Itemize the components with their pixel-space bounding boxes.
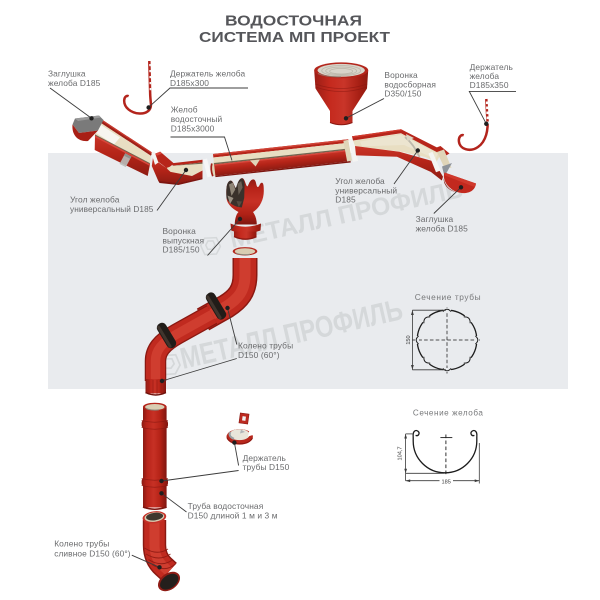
- svg-text:D350/150: D350/150: [384, 89, 421, 99]
- svg-text:Держатель: Держатель: [243, 453, 287, 463]
- svg-text:желоба D185: желоба D185: [416, 223, 469, 233]
- svg-text:Угол желоба: Угол желоба: [335, 176, 385, 186]
- svg-text:желоба D185: желоба D185: [48, 78, 101, 88]
- svg-text:Угол желоба: Угол желоба: [70, 195, 120, 205]
- svg-text:D150 длиной 1 м и 3 м: D150 длиной 1 м и 3 м: [188, 511, 278, 521]
- svg-text:выпускная: выпускная: [163, 235, 205, 245]
- svg-text:Сечение желоба: Сечение желоба: [413, 408, 484, 418]
- svg-text:D150 (60°): D150 (60°): [238, 350, 280, 360]
- svg-text:Заглушка: Заглушка: [48, 69, 86, 79]
- svg-text:D185х300: D185х300: [170, 78, 209, 88]
- svg-text:трубы D150: трубы D150: [243, 462, 290, 472]
- svg-text:универсальный: универсальный: [335, 185, 397, 195]
- svg-text:Желоб: Желоб: [171, 105, 198, 115]
- svg-text:Воронка: Воронка: [163, 226, 197, 236]
- svg-text:D185: D185: [335, 195, 356, 205]
- svg-text:150: 150: [406, 335, 412, 344]
- svg-text:185: 185: [442, 480, 451, 486]
- svg-text:ВОДОСТОЧНАЯ: ВОДОСТОЧНАЯ: [225, 13, 362, 30]
- svg-text:Держатель: Держатель: [470, 62, 514, 72]
- svg-text:желоба: желоба: [470, 71, 500, 81]
- svg-text:Воронка: Воронка: [384, 70, 418, 80]
- svg-text:Сечение трубы: Сечение трубы: [415, 292, 482, 302]
- svg-text:водосточный: водосточный: [171, 114, 223, 124]
- svg-text:D185х3000: D185х3000: [171, 124, 215, 134]
- svg-text:Заглушка: Заглушка: [416, 214, 454, 224]
- svg-text:СИСТЕМА МП ПРОЕКТ: СИСТЕМА МП ПРОЕКТ: [199, 29, 391, 46]
- svg-text:универсальный D185: универсальный D185: [70, 204, 154, 214]
- svg-text:Держатель желоба: Держатель желоба: [170, 69, 245, 79]
- svg-text:Колено трубы: Колено трубы: [238, 341, 293, 351]
- svg-text:D185х350: D185х350: [470, 80, 509, 90]
- svg-text:104,7: 104,7: [397, 447, 403, 461]
- svg-text:D185/150: D185/150: [163, 245, 200, 255]
- svg-text:водосборная: водосборная: [384, 80, 436, 90]
- svg-text:Труба водосточная: Труба водосточная: [188, 501, 264, 511]
- svg-text:Колено трубы: Колено трубы: [54, 539, 109, 549]
- svg-text:сливное D150 (60°): сливное D150 (60°): [54, 549, 131, 559]
